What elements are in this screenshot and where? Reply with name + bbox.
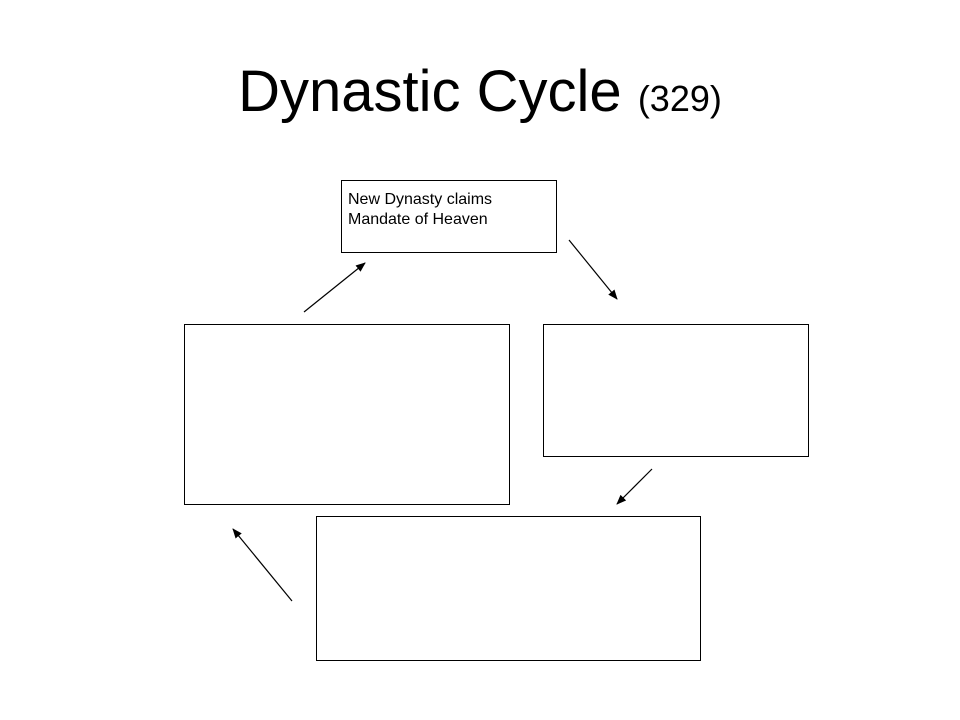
arrow-bottom-to-left bbox=[232, 528, 293, 602]
slide-title: Dynastic Cycle (329) bbox=[0, 56, 960, 135]
cycle-box-right bbox=[543, 324, 809, 457]
arrow-left-to-new-dynasty bbox=[303, 262, 366, 313]
arrow-right-to-bottom bbox=[616, 468, 653, 505]
cycle-box-left bbox=[184, 324, 510, 505]
cycle-box-new-dynasty: New Dynasty claims Mandate of Heaven bbox=[341, 180, 557, 253]
arrow-new-dynasty-to-right bbox=[568, 239, 618, 300]
title-text: Dynastic Cycle bbox=[238, 59, 622, 124]
cycle-box-new-dynasty-text: New Dynasty claims Mandate of Heaven bbox=[348, 191, 493, 228]
cycle-box-bottom bbox=[316, 516, 701, 661]
title-page-reference: (329) bbox=[637, 78, 722, 119]
